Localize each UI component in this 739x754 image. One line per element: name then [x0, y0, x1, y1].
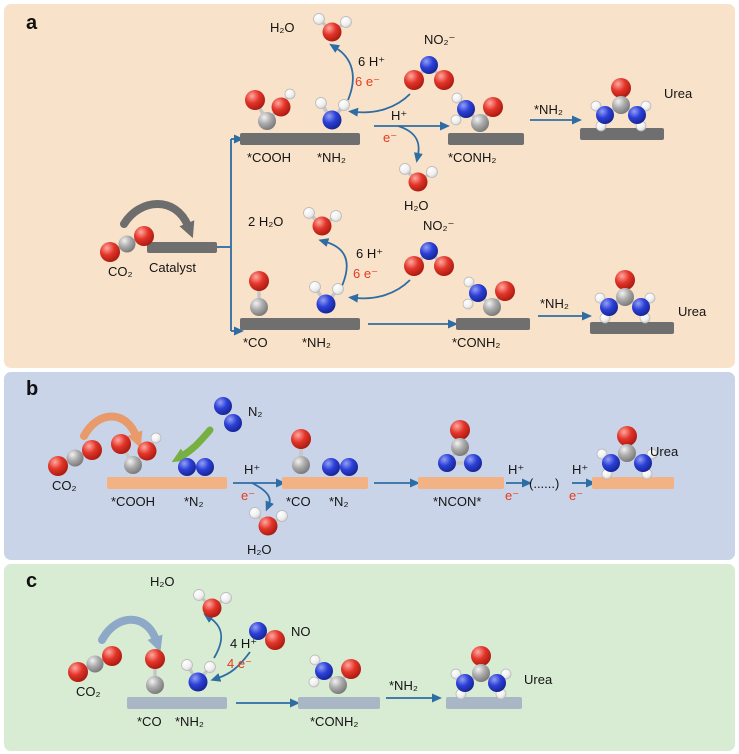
surface-a-conh2-bottom [456, 318, 530, 330]
c-co-label: *CO [137, 714, 162, 729]
a-6h-top-label: 6 H⁺ [358, 54, 386, 69]
water-molecule-a-bottom [301, 205, 344, 238]
surface-c-co-nh2 [127, 697, 227, 709]
n2-adsorbate-b2 [320, 456, 360, 478]
a-6e-top-label: 6 e⁻ [355, 74, 380, 89]
n2-adsorbate-b1 [176, 456, 216, 478]
b-e-label-2: e⁻ [505, 488, 520, 503]
catalyst-bar [147, 242, 217, 253]
surface-a-urea-bottom [590, 322, 674, 334]
a-nh2-step-label-1: *NH₂ [534, 102, 563, 117]
urea-molecule-c [449, 644, 513, 701]
surface-c-urea [446, 697, 522, 709]
b-e-label-1: e⁻ [241, 488, 256, 503]
surface-c-conh2 [298, 697, 380, 709]
c-conh2-label: *CONH₂ [310, 714, 359, 729]
b-cooh-label: *COOH [111, 494, 156, 509]
b-h2o-label: H₂O [247, 542, 272, 557]
cooh-adsorbate-a [243, 87, 297, 132]
surface-b-urea [592, 477, 674, 489]
b-co2-label: CO₂ [52, 478, 77, 493]
surface-a-cooh-nh2 [240, 133, 360, 145]
b-n2-ads-label-1: *N₂ [184, 494, 204, 509]
c-no-label: NO [291, 624, 311, 639]
urea-molecule-b [595, 424, 659, 481]
water-molecule-a-mid [397, 161, 440, 194]
cooh-adsorbate-b [109, 431, 163, 476]
a-no2-bottom-label: NO₂⁻ [423, 218, 455, 233]
b-dots-label: (......) [529, 476, 560, 491]
a-h2o-mid-label: H₂O [404, 198, 429, 213]
a-e-mid-label: e⁻ [383, 130, 398, 145]
a-2h2o-label: 2 H₂O [248, 214, 284, 229]
a-cooh-label: *COOH [247, 150, 292, 165]
panel-b-letter: b [26, 378, 39, 400]
a-urea-label-1: Urea [664, 86, 693, 101]
co2-molecule-b [46, 438, 104, 478]
surface-a-conh2-top [448, 133, 524, 145]
c-nh2-label: *NH₂ [175, 714, 204, 729]
b-e-label-3: e⁻ [569, 488, 584, 503]
panel-c [4, 564, 735, 751]
n2-molecule-b [212, 395, 244, 434]
nh2-adsorbate-c [179, 657, 218, 694]
b-co-label: *CO [286, 494, 311, 509]
water-molecule-c [191, 587, 234, 620]
b-h-label-3: H⁺ [572, 462, 589, 477]
a-conh2-label-1: *CONH₂ [448, 150, 497, 165]
nitrite-molecule-a-top [402, 54, 456, 92]
a-conh2-label-2: *CONH₂ [452, 335, 501, 350]
nh2-adsorbate-a1 [313, 95, 352, 132]
surface-b-ncon [418, 477, 504, 489]
surface-b-cooh-n2 [107, 477, 227, 489]
co2-molecule-c [66, 644, 124, 684]
a-nh2-label-2: *NH₂ [302, 335, 331, 350]
b-ncon-label: *NCON* [433, 494, 482, 509]
co-adsorbate-c [143, 647, 167, 696]
co2-molecule-a [98, 224, 156, 264]
urea-molecule-a1 [589, 76, 653, 133]
ncon-adsorbate-b [436, 418, 484, 474]
c-urea-label: Urea [524, 672, 553, 687]
b-urea-label: Urea [650, 444, 679, 459]
panel-c-letter: c [26, 570, 38, 592]
c-h2o-label: H₂O [150, 574, 175, 589]
b-n2-ads-label-2: *N₂ [329, 494, 349, 509]
b-h-label-1: H⁺ [244, 462, 261, 477]
a-6e-bottom-label: 6 e⁻ [353, 266, 378, 281]
urea-molecule-a2 [593, 268, 657, 325]
a-h2o-top-label: H₂O [270, 20, 295, 35]
water-molecule-a-top [311, 11, 354, 44]
a-urea-label-2: Urea [678, 304, 707, 319]
a-co-label: *CO [243, 335, 268, 350]
b-h-label-2: H⁺ [508, 462, 525, 477]
co-adsorbate-a [247, 269, 271, 318]
c-nh2-step-label: *NH₂ [389, 678, 418, 693]
conh2-adsorbate-a2 [461, 275, 517, 318]
conh2-adsorbate-a1 [449, 91, 505, 134]
nh2-adsorbate-a2 [307, 279, 346, 316]
nitrite-molecule-a-bottom [402, 240, 456, 278]
a-co2-label: CO₂ [108, 264, 133, 279]
a-catalyst-label: Catalyst [149, 260, 196, 275]
surface-a-co-nh2 [240, 318, 360, 330]
co-adsorbate-b [289, 427, 313, 476]
b-n2-label: N₂ [248, 404, 263, 419]
c-4h-label: 4 H⁺ [230, 636, 258, 651]
c-4e-label: 4 e⁻ [227, 656, 252, 671]
a-nh2-step-label-2: *NH₂ [540, 296, 569, 311]
a-h-mid-label: H⁺ [391, 108, 408, 123]
a-no2-top-label: NO₂⁻ [424, 32, 456, 47]
surface-b-co-n2 [282, 477, 368, 489]
conh2-adsorbate-c [307, 653, 363, 696]
a-6h-bottom-label: 6 H⁺ [356, 246, 384, 261]
panel-a-letter: a [26, 12, 38, 34]
water-molecule-b [247, 505, 290, 538]
a-nh2-label-1: *NH₂ [317, 150, 346, 165]
c-co2-label: CO₂ [76, 684, 101, 699]
